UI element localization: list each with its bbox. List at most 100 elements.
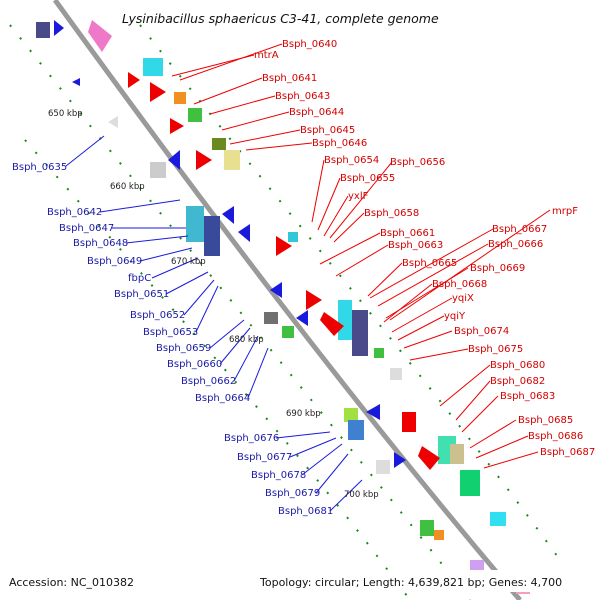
scale-label: 670 kbp: [171, 257, 206, 267]
gene-label: yqiX: [452, 293, 474, 304]
gene-arrow: [394, 452, 406, 468]
gene-block: [460, 470, 480, 496]
gene-label: Bsph_0643: [275, 91, 330, 102]
gene-label: Bsph_0652: [130, 310, 185, 321]
gene-label: Bsph_0644: [289, 107, 344, 118]
topology-text: Topology: circular; Length: 4,639,821 bp…: [259, 576, 562, 589]
gene-label: Bsph_0656: [390, 157, 445, 168]
gene-arrow: [170, 118, 184, 134]
gene-block: [204, 216, 220, 256]
gene-arrow: [222, 206, 234, 224]
gene-label: Bsph_0679: [265, 488, 320, 499]
gene-label: Bsph_0663: [388, 240, 443, 251]
gene-block: [174, 92, 186, 104]
gene-block: [282, 326, 294, 338]
gene-block: [186, 206, 204, 242]
gene-label: Bsph_0659: [156, 343, 211, 354]
gene-block: [288, 232, 298, 242]
gene-label: Bsph_0678: [251, 470, 306, 481]
gene-arrow: [168, 150, 180, 170]
gene-label: Bsph_0666: [488, 239, 543, 250]
gene-arrow: [296, 310, 308, 326]
gene-label: Bsph_0640: [282, 39, 337, 50]
gene-label: Bsph_0641: [262, 73, 317, 84]
gene-label: Bsph_0682: [490, 376, 545, 387]
scale-label: 660 kbp: [110, 182, 145, 192]
gene-label: Bsph_0664: [195, 393, 250, 404]
gene-label: Bsph_0685: [518, 415, 573, 426]
gene-label: Bsph_0677: [237, 452, 292, 463]
scale-label: 650 kbp: [48, 109, 83, 119]
genome-backbone: [52, 0, 522, 600]
gene-label: Bsph_0648: [73, 238, 128, 249]
gene-label: Bsph_0661: [380, 228, 435, 239]
label-connectors: [65, 43, 551, 512]
accession-text: Accession: NC_010382: [9, 576, 134, 589]
gene-arrow: [196, 150, 212, 170]
gene-label: Bsph_0675: [468, 344, 523, 355]
gene-label: Bsph_0683: [500, 391, 555, 402]
scale-label: 680 kbp: [229, 335, 264, 345]
gene-arrow: [320, 312, 344, 336]
gene-arrow: [108, 116, 118, 128]
gene-arrow: [72, 78, 80, 86]
gene-block: [36, 22, 50, 38]
gene-block: [143, 58, 163, 76]
gene-label: fbpC: [128, 273, 151, 284]
footer-band: [0, 570, 600, 592]
scale-label: 700 kbp: [344, 490, 379, 500]
gene-block: [150, 162, 166, 178]
gene-label: Bsph_0686: [528, 431, 583, 442]
gene-block: [434, 530, 444, 540]
gene-arrow: [366, 404, 380, 420]
gene-label: Bsph_0665: [402, 258, 457, 269]
gene-label: Bsph_0662: [181, 376, 236, 387]
track-dots: [9, 24, 561, 600]
gene-label: yqiY: [444, 311, 466, 322]
gene-block: [212, 138, 226, 150]
gene-label: mtrA: [254, 50, 279, 61]
gene-label: Bsph_0668: [432, 279, 487, 290]
gene-block: [420, 520, 434, 536]
gene-block: [402, 412, 416, 432]
gene-block: [348, 420, 364, 440]
gene-arrow: [276, 236, 292, 256]
gene-block: [344, 408, 358, 422]
scale-labels: 650 kbp 660 kbp 670 kbp 680 kbp 690 kbp …: [48, 109, 379, 500]
gene-arrow: [54, 20, 64, 36]
gene-block: [338, 300, 352, 340]
gene-block: [390, 368, 402, 380]
gene-block: [264, 312, 278, 324]
gene-label: Bsph_0676: [224, 433, 279, 444]
scale-label: 690 kbp: [286, 409, 321, 419]
gene-label: Bsph_0674: [454, 326, 509, 337]
gene-arrow: [306, 290, 322, 310]
gene-arrow: [88, 20, 112, 52]
gene-label: Bsph_0655: [340, 173, 395, 184]
gene-label: Bsph_0647: [59, 223, 114, 234]
gene-label: yxlF: [348, 191, 369, 202]
gene-block: [224, 150, 240, 170]
gene-label: Bsph_0651: [114, 289, 169, 300]
gene-label: Bsph_0687: [540, 447, 595, 458]
gene-arrow: [238, 224, 250, 242]
gene-block: [352, 310, 368, 356]
gene-label: Bsph_0654: [324, 155, 379, 166]
gene-block: [490, 512, 506, 526]
gene-label: Bsph_0667: [492, 224, 547, 235]
gene-label: Bsph_0669: [470, 263, 525, 274]
gene-label: Bsph_0649: [87, 256, 142, 267]
reverse-gene-labels: Bsph_0635 Bsph_0642 Bsph_0647 Bsph_0648 …: [12, 162, 333, 517]
gene-label: Bsph_0653: [143, 327, 198, 338]
gene-label: Bsph_0660: [167, 359, 222, 370]
gene-arrow: [270, 282, 282, 298]
gene-block: [374, 348, 384, 358]
gene-arrow: [418, 446, 440, 470]
gene-block: [450, 444, 464, 464]
forward-gene-labels: Bsph_0640 mtrA Bsph_0641 Bsph_0643 Bsph_…: [254, 39, 595, 458]
gene-block: [188, 108, 202, 122]
gene-label: Bsph_0635: [12, 162, 67, 173]
gene-block: [470, 560, 484, 572]
gene-block: [376, 460, 390, 474]
